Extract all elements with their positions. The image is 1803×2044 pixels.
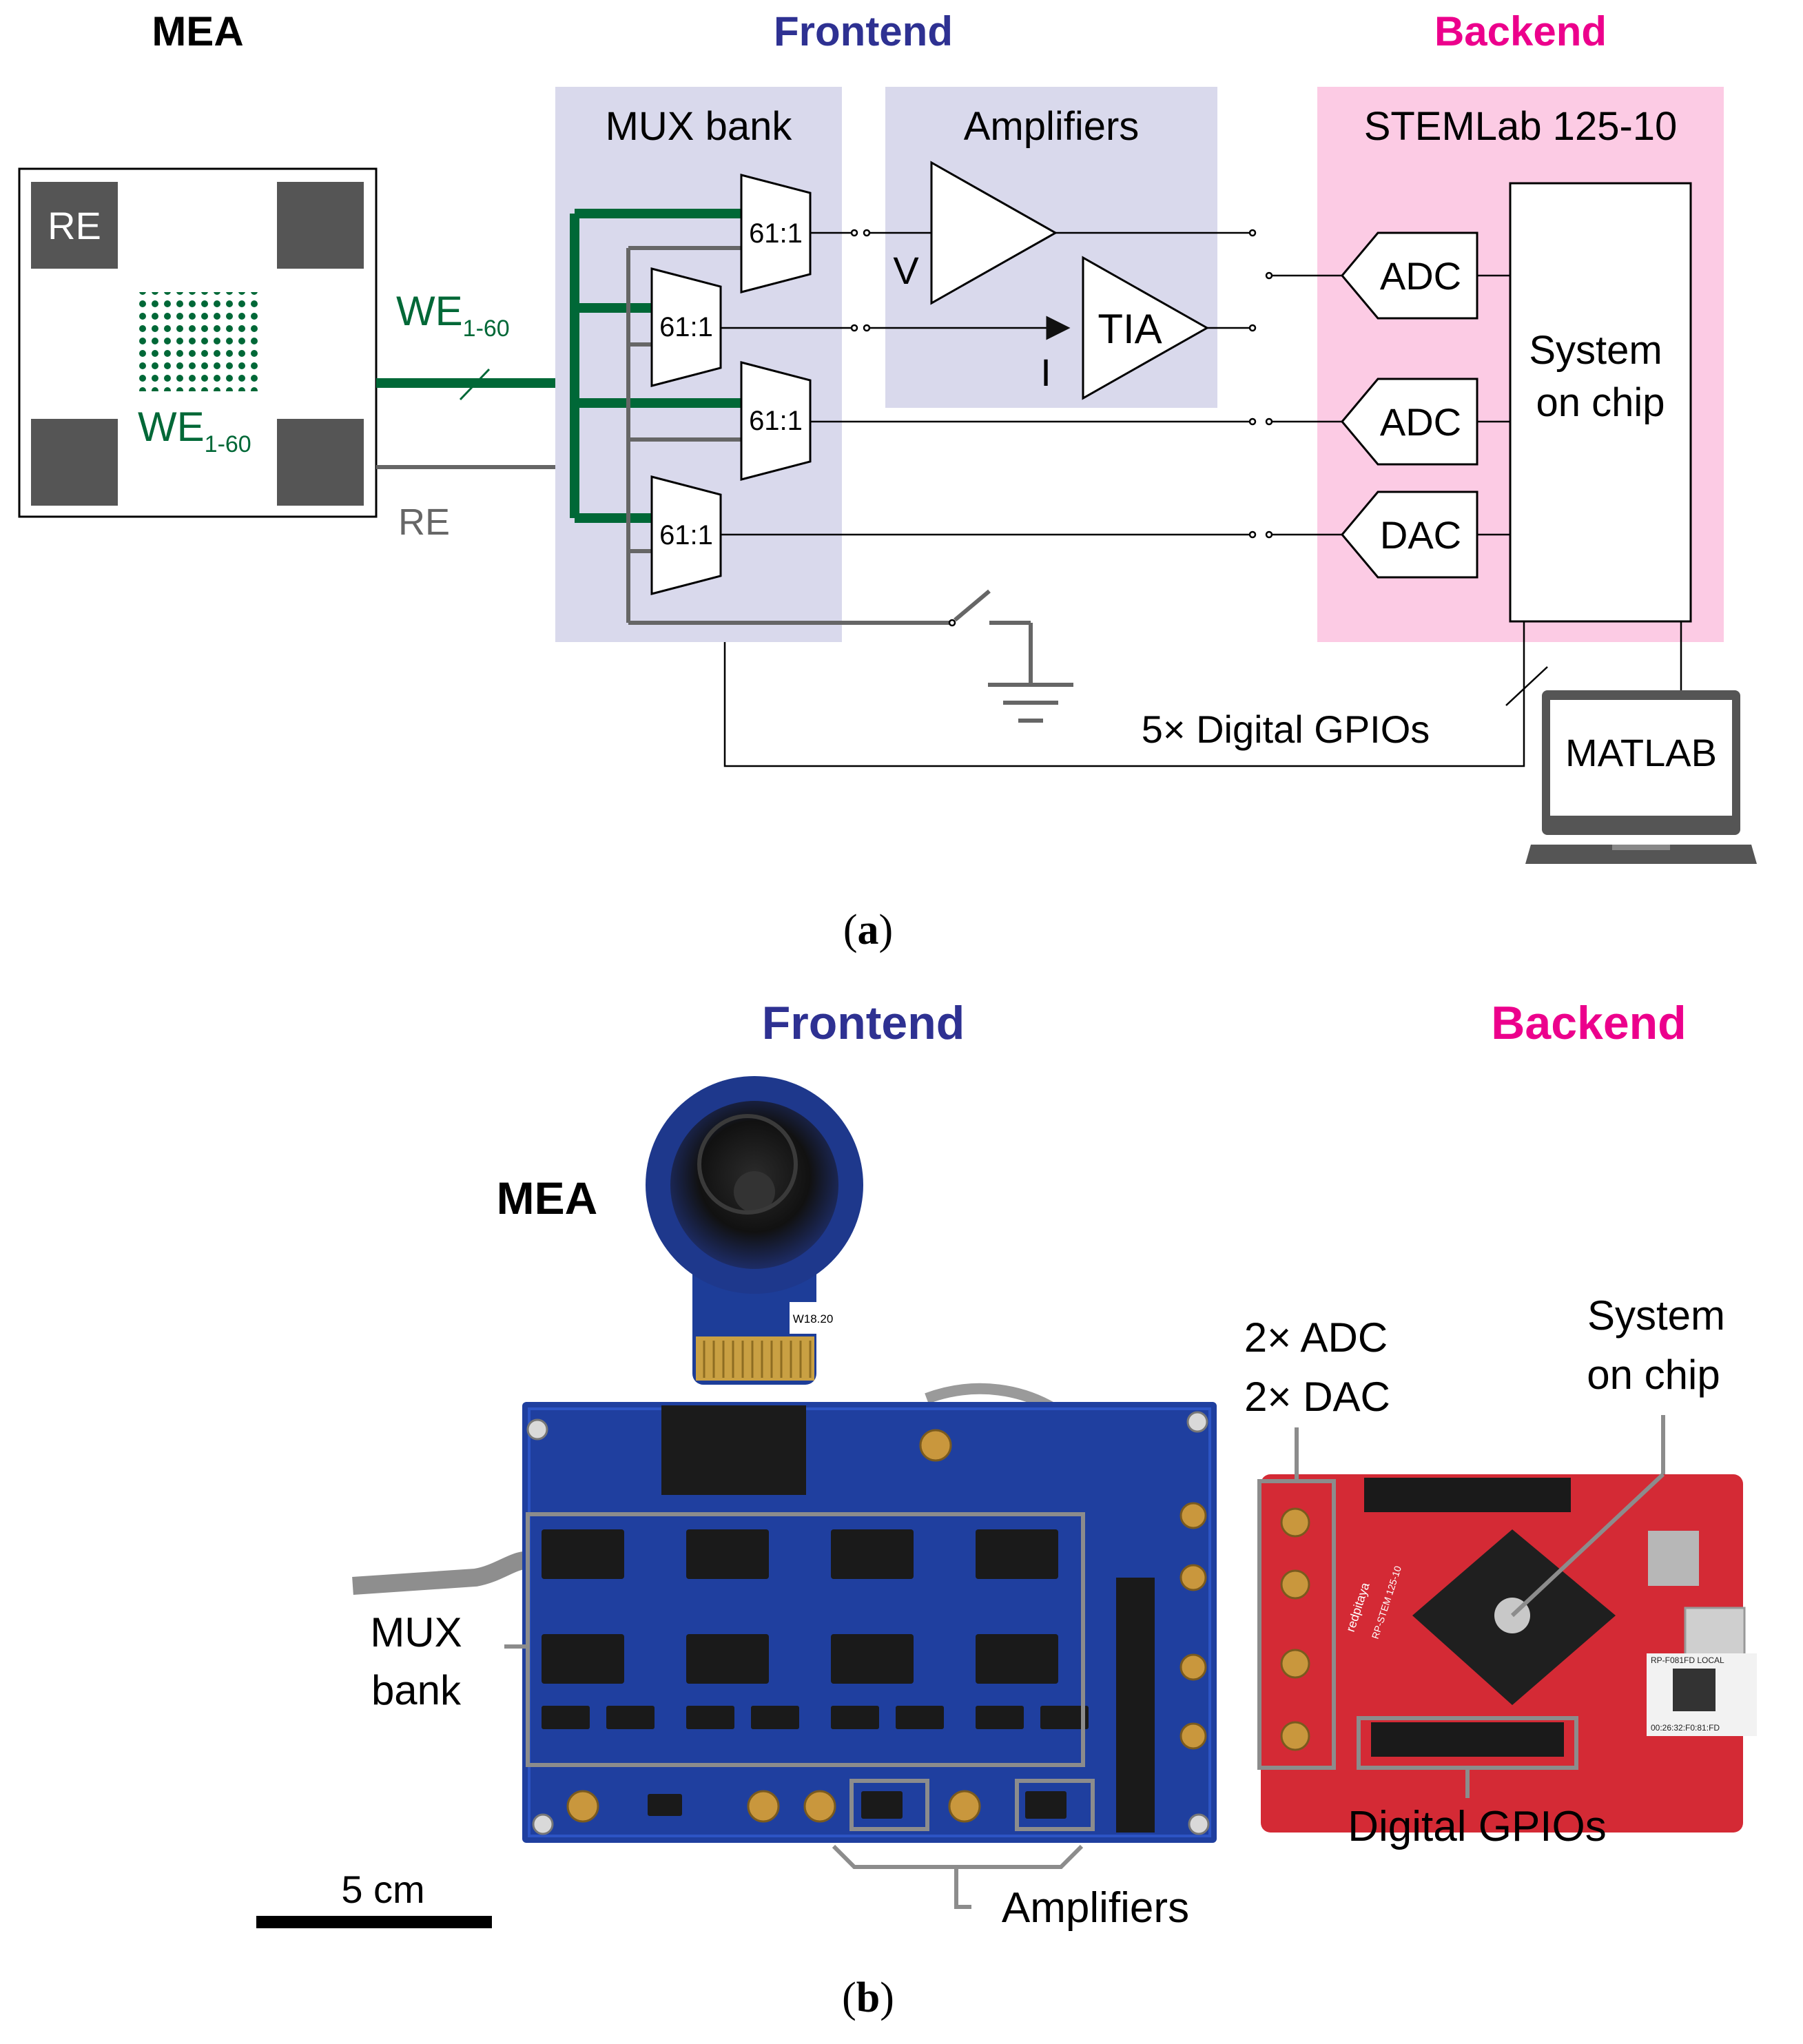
photo-backend-title: Backend	[1491, 997, 1686, 1049]
corner-pad-top-right	[277, 182, 364, 269]
photo-mux-line-1: MUX	[370, 1609, 462, 1655]
board-mac: 00:26:32:F0:81:FD	[1651, 1723, 1720, 1733]
mux-ratio-3: 61:1	[749, 406, 803, 436]
dac-label: DAC	[1380, 513, 1461, 557]
we-distribution	[570, 209, 741, 523]
mea-chip: RE WE1-60	[18, 167, 378, 518]
amp-box-2	[1015, 1779, 1095, 1831]
photo-gpio-label: Digital GPIOs	[1348, 1803, 1607, 1850]
mea-hardware: W18.20	[646, 1076, 863, 1385]
matlab-laptop: MATLAB	[1525, 690, 1757, 864]
mea-card-label: W18.20	[793, 1312, 834, 1325]
redpitaya-board: redpitaya RP-STEM 125-10 RP-F081FD LOCAL…	[1261, 1474, 1757, 1833]
scale-label: 5 cm	[341, 1868, 424, 1911]
electrode-array	[135, 292, 259, 391]
voltage-amplifier: V	[893, 161, 1058, 305]
mux-ratio-1: 61:1	[749, 218, 803, 249]
panel-b-photo: Frontend Backend W18.20 MEA	[256, 997, 1757, 2021]
re-pad	[31, 182, 118, 269]
annotation-boxes	[504, 1415, 1665, 1909]
mux-bank-box	[526, 1512, 1085, 1767]
scale-bar: 5 cm	[256, 1868, 492, 1928]
photo-mux-line-2: bank	[371, 1667, 462, 1713]
tia-amplifier: TIA I	[1040, 256, 1210, 400]
corner-pad-bottom-left	[31, 419, 118, 506]
current-label: I	[1040, 351, 1051, 394]
photo-soc-line-1: System	[1587, 1292, 1725, 1339]
multiplexer-1: 61:1	[740, 174, 812, 293]
matlab-label: MATLAB	[1565, 731, 1717, 774]
terminal-dots	[850, 229, 1273, 627]
stemlab-title: STEMLab 125-10	[1364, 104, 1678, 149]
photo-soc-line-2: on chip	[1587, 1352, 1720, 1398]
dac: DAC	[1341, 491, 1479, 579]
cable	[352, 1551, 526, 1595]
voltage-label: V	[893, 249, 919, 292]
section-backend-title: Backend	[1434, 8, 1607, 54]
soc-line-2: on chip	[1536, 380, 1665, 425]
we-re-bus: WE1-60 RE	[376, 288, 628, 543]
mounting-holes	[526, 1411, 1210, 1835]
section-frontend-title: Frontend	[774, 8, 953, 54]
photo-amplifiers-label: Amplifiers	[1002, 1884, 1189, 1932]
multiplexer-3: 61:1	[740, 361, 812, 481]
amp-box-1	[849, 1779, 929, 1831]
mux-chips	[542, 1529, 1089, 1729]
photo-adc-dac-line-1: 2× ADC	[1244, 1314, 1388, 1361]
we-label-bus: WE1-60	[396, 288, 510, 342]
re-pad-label: RE	[48, 204, 101, 247]
corner-pad-bottom-right	[277, 419, 364, 506]
board-id: RP-F081FD LOCAL	[1651, 1655, 1724, 1665]
adc-1-label: ADC	[1380, 254, 1461, 298]
soc-pointer	[1510, 1472, 1665, 1618]
amplifiers-title: Amplifiers	[964, 104, 1140, 149]
amplifier-chips	[648, 1791, 1067, 1819]
caption-b: (b)	[842, 1974, 894, 2021]
frontend-pcb	[522, 1402, 1217, 1843]
section-mea-title: MEA	[152, 8, 243, 54]
soc-line-1: System	[1529, 328, 1662, 373]
amp-bracket	[832, 1844, 1084, 1869]
multiplexer-4: 61:1	[650, 475, 722, 595]
multiplexer-2: 61:1	[650, 267, 722, 387]
panel-a-schematic: MEA Frontend Backend RE WE1-60 WE1-60 RE…	[18, 8, 1757, 953]
caption-a: (a)	[843, 907, 893, 953]
we-bus-slash	[459, 368, 491, 401]
we-label-chip: WE1-60	[138, 404, 251, 457]
adc-2: ADC	[1341, 378, 1479, 466]
re-distribution	[626, 246, 1073, 723]
sma-connectors-back	[1280, 1507, 1310, 1751]
mux-ratio-4: 61:1	[659, 520, 713, 550]
mux-ratio-2: 61:1	[659, 312, 713, 342]
photo-adc-dac-line-2: 2× DAC	[1244, 1374, 1390, 1420]
photo-mea-label: MEA	[497, 1173, 598, 1224]
signal-lines	[721, 231, 1510, 536]
system-on-chip: System on chip	[1509, 182, 1692, 623]
sma-connectors-front	[566, 1429, 1207, 1823]
mux-bank-title: MUX bank	[606, 104, 793, 149]
adc-2-label: ADC	[1380, 400, 1461, 444]
gpio-slash	[1505, 666, 1548, 706]
photo-frontend-title: Frontend	[762, 997, 965, 1049]
gpio-label: 5× Digital GPIOs	[1142, 708, 1430, 751]
re-label: RE	[398, 502, 450, 543]
tia-label: TIA	[1098, 306, 1162, 352]
adc-1: ADC	[1341, 231, 1479, 320]
gpio-connection	[723, 621, 1682, 767]
